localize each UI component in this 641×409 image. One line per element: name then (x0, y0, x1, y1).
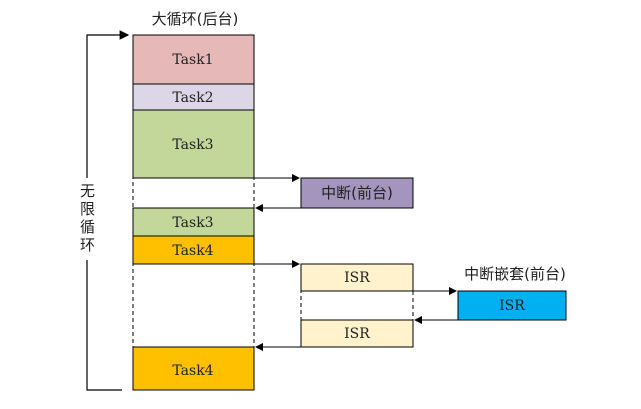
task4-label: Task4 (172, 243, 213, 259)
isr-label: ISR (344, 270, 370, 286)
interrupt-block: 中断(前台) (300, 177, 414, 209)
task4-resume-label: Task4 (172, 363, 213, 379)
diagram-title: 大循环(后台) (152, 10, 239, 28)
task3-resume-label: Task3 (172, 215, 213, 231)
interrupt-label: 中断(前台) (321, 184, 393, 202)
nested-interrupt-title: 中断嵌套(前台) (464, 265, 566, 283)
task1-label: Task1 (172, 52, 213, 68)
task1-block: Task1 (132, 34, 255, 85)
paused-gap (132, 177, 255, 209)
task3-resume-block: Task3 (132, 207, 255, 237)
nested-isr-label: ISR (499, 298, 525, 314)
task3-label: Task3 (172, 137, 213, 153)
task3-block: Task3 (132, 109, 255, 179)
task4-block: Task4 (132, 235, 255, 265)
nested-isr-block: ISR (457, 290, 567, 321)
isr-resume-block: ISR (300, 319, 414, 348)
task2-label: Task2 (172, 90, 213, 106)
isr-paused-gap (300, 290, 414, 321)
isr-block: ISR (300, 263, 414, 292)
loop-label-bg (78, 178, 96, 260)
paused-gap-2 (132, 263, 255, 348)
isr-resume-label: ISR (344, 326, 370, 342)
task2-block: Task2 (132, 83, 255, 111)
loop-label: 无限循环 (78, 183, 96, 255)
task4-resume-block: Task4 (132, 346, 255, 391)
